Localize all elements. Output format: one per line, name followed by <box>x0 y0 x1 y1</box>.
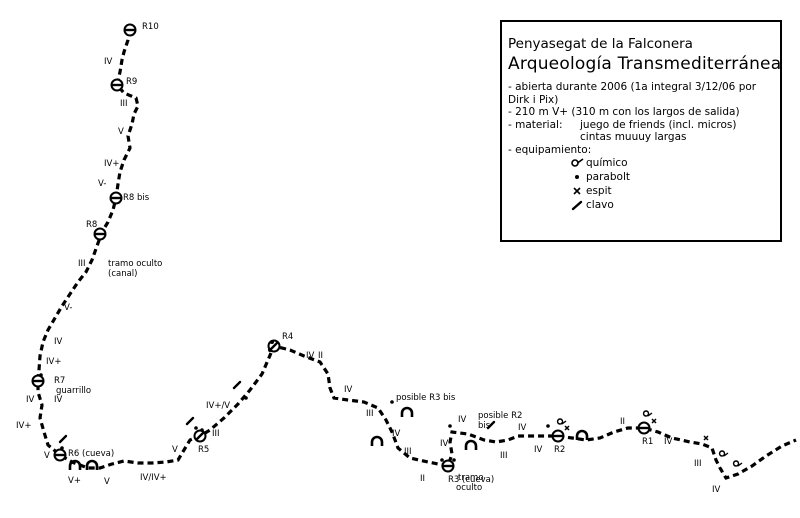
grade-label: V <box>44 451 50 461</box>
belay-label-r6: R6 (cueva) <box>68 449 114 459</box>
chemical-anchor-icon <box>556 410 743 467</box>
espit-icon <box>573 187 581 195</box>
grade-label: II <box>318 351 323 361</box>
crag-title: Penyasegat de la Falconera <box>508 36 693 52</box>
cave-icon <box>68 406 589 470</box>
grade-label: IV/IV+ <box>140 473 167 483</box>
belay-label-r10: R10 <box>142 22 159 32</box>
grade-label: IV <box>344 385 353 395</box>
grade-label: IV+ <box>46 357 61 367</box>
belay-label-r4: R4 <box>282 332 293 342</box>
grade-label: IV <box>458 415 467 425</box>
grade-label: III <box>366 409 374 419</box>
annotation-posible-r3-bis: posible R3 bis <box>396 393 456 403</box>
grade-label: III <box>78 259 86 269</box>
belay-r6 <box>53 448 67 462</box>
equip-label: - equipamiento: <box>508 143 592 156</box>
length-note: - 210 m V+ (310 m con los largos de sali… <box>508 106 740 118</box>
route-name: Arqueología Transmediterránea <box>508 54 782 74</box>
legend-pin: clavo <box>508 198 774 212</box>
grade-label: II <box>420 474 425 484</box>
grade-label: III <box>404 447 412 457</box>
legend-chemical: químico <box>508 156 774 170</box>
grade-label: IV <box>54 395 63 405</box>
grade-label: III <box>212 429 220 439</box>
grade-label: IV+ <box>16 421 31 431</box>
grade-label: III <box>120 99 128 109</box>
belay-label-r3: R3 (cueva) <box>448 475 494 485</box>
grade-label: III <box>694 459 702 469</box>
grade-label: V <box>118 127 124 137</box>
parabolt-icon <box>575 175 579 179</box>
grade-label: IV <box>534 445 543 455</box>
annotation-guarrillo: guarrillo <box>56 386 91 396</box>
legend-chemical-label: químico <box>586 157 628 169</box>
belay-r8-bis <box>109 191 123 205</box>
grade-label: V <box>104 477 110 487</box>
info-box: Penyasegat de la Falconera Arqueología T… <box>500 20 782 242</box>
legend-parabolt-label: parabolt <box>586 171 630 183</box>
grade-label: IV <box>104 57 113 67</box>
espit-icon <box>564 418 709 441</box>
grade-label: III <box>500 451 508 461</box>
belay-r2 <box>551 429 565 443</box>
pin-icon <box>571 200 583 211</box>
grade-label: V- <box>98 179 106 189</box>
legend-pin-label: clavo <box>586 199 614 211</box>
route-line <box>36 29 797 480</box>
grade-label: II <box>620 417 625 427</box>
grade-label: IV <box>54 337 63 347</box>
grade-label: IV+/V <box>206 401 230 411</box>
material-line1: juego de friends (incl. micros) <box>580 118 737 131</box>
legend-espit: espit <box>508 184 774 198</box>
grade-label: V <box>172 445 178 455</box>
belay-r7 <box>31 374 45 388</box>
belay-label-r8: R8 <box>86 220 97 230</box>
grade-label: IV <box>440 439 449 449</box>
grade-label: V+ <box>68 476 81 486</box>
belay-label-r8-bis: R8 bis <box>123 193 150 203</box>
belay-r1 <box>637 421 651 435</box>
material-row: - material: juego de friends (incl. micr… <box>508 119 774 132</box>
grade-label: IV+ <box>104 159 119 169</box>
material-line2: cintas muuuy largas <box>580 131 687 143</box>
grade-label: IV <box>712 485 721 495</box>
belay-label-r2: R2 <box>554 445 565 455</box>
belay-label-r7: R7 <box>54 376 65 386</box>
belay-r9 <box>110 78 124 92</box>
grade-label: IV <box>392 429 401 439</box>
grade-label: IV <box>518 423 527 433</box>
material-row-2: cintas muuuy largas <box>508 131 774 144</box>
belay-label-r1: R1 <box>642 437 653 447</box>
opened-note: - abierta durante 2006 (1a integral 3/12… <box>508 81 757 106</box>
annotation-tramo-oculto-canal: tramo oculto(canal) <box>108 259 162 279</box>
grade-label: IV <box>664 437 673 447</box>
belay-r10 <box>123 23 137 37</box>
pin-icon <box>58 380 496 444</box>
belay-label-r9: R9 <box>126 77 137 87</box>
legend-parabolt: parabolt <box>508 170 774 184</box>
belay-r8 <box>93 227 107 241</box>
belay-label-r5: R5 <box>198 445 209 455</box>
chemical-anchor-icon <box>571 158 584 167</box>
belay-r5 <box>193 429 207 443</box>
grade-label: V- <box>64 303 72 313</box>
grade-label: IV <box>306 351 315 361</box>
legend-espit-label: espit <box>586 185 612 197</box>
material-label: - material: <box>508 118 563 131</box>
parabolt-icon <box>39 340 550 462</box>
grade-label: IV <box>26 395 35 405</box>
belay-r3 <box>441 459 455 473</box>
